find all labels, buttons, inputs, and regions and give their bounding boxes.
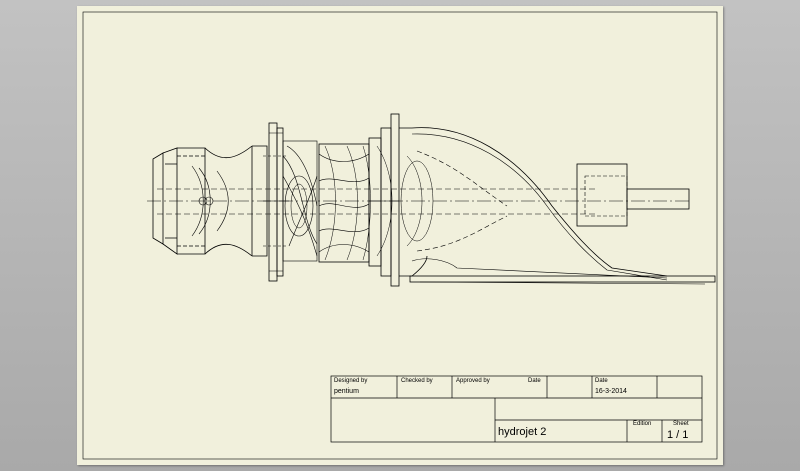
edition-label: Edition	[633, 421, 652, 427]
designed-by-label: Designed by	[334, 378, 368, 384]
date-label: Date	[528, 378, 541, 384]
approved-by-label: Approved by	[456, 378, 490, 384]
stator-section	[282, 140, 318, 262]
hydrojet-assembly-drawing	[82, 11, 718, 460]
sheet-number: 1 / 1	[667, 429, 689, 441]
impeller-section	[318, 143, 371, 263]
title-block	[330, 375, 703, 443]
sheet-label: Sheet	[673, 421, 689, 427]
base-plate	[409, 275, 716, 285]
designer-value: pentium	[334, 388, 359, 395]
center-lines	[147, 188, 691, 215]
drawing-title: hydrojet 2	[498, 426, 547, 438]
date-value: 16-3-2014	[595, 388, 627, 395]
shaft-housing	[576, 163, 690, 227]
intake-housing	[152, 145, 268, 257]
date-label-2: Date	[595, 378, 608, 384]
checked-by-label: Checked by	[401, 378, 433, 384]
rear-flange	[368, 113, 400, 287]
drawing-sheet: Designed by Checked by Approved by Date …	[77, 6, 723, 465]
